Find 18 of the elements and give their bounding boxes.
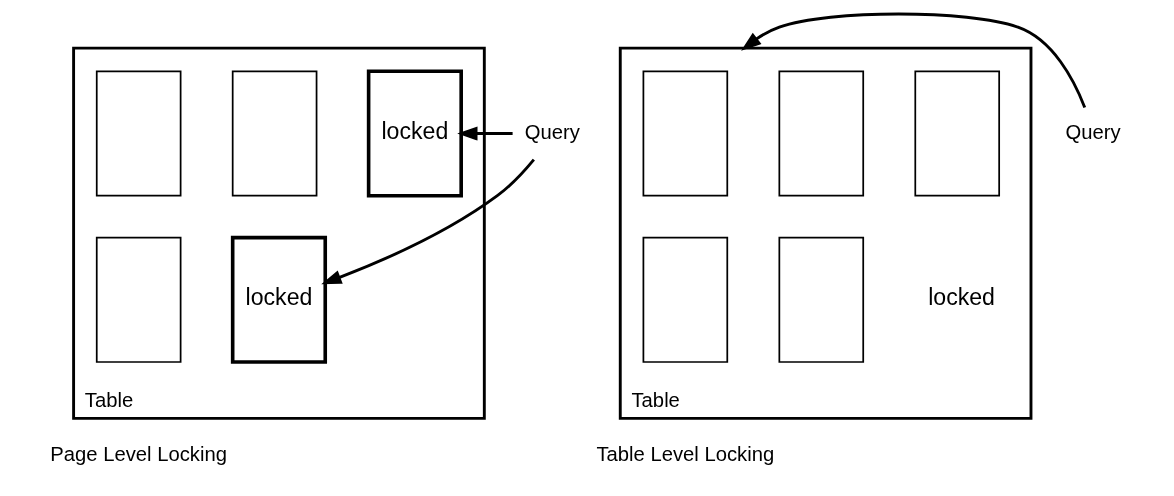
node-box — [914, 70, 1001, 197]
arrow — [321, 158, 535, 285]
node-label: Page Level Locking — [50, 443, 227, 466]
cluster: Table locked — [618, 46, 1033, 420]
node-box — [95, 236, 182, 363]
node-box — [642, 236, 729, 363]
node-box: locked — [366, 69, 463, 198]
node-text: Query — [524, 120, 580, 143]
node-box — [95, 70, 182, 197]
node-label: Table Level Locking — [596, 443, 775, 466]
node-text: Query — [1065, 120, 1121, 143]
node-box — [642, 70, 729, 197]
node-box — [778, 236, 865, 363]
arrow — [741, 12, 1087, 108]
arrow — [457, 126, 513, 141]
node-box — [778, 70, 865, 197]
node-box: locked — [230, 235, 328, 364]
node-box — [231, 70, 318, 197]
